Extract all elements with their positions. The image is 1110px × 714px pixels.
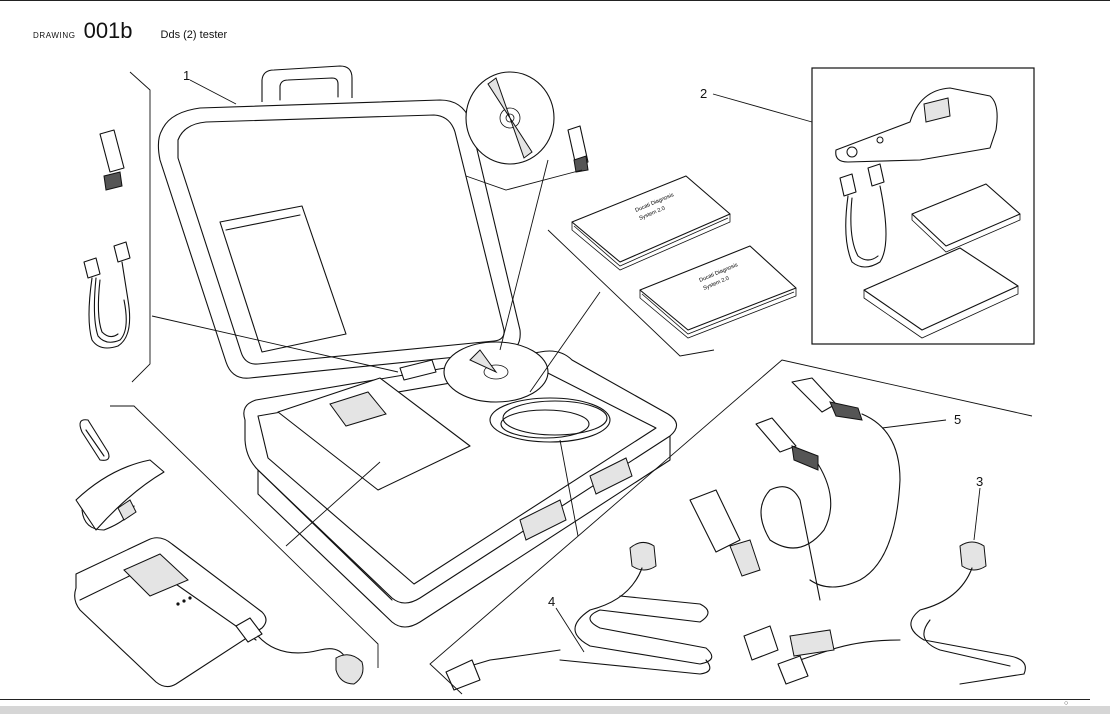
callout-1: 1: [183, 68, 190, 83]
cd-disc-icon: [465, 71, 555, 165]
manual-booklet-icon: [911, 183, 1021, 253]
drawing-label: DRAWING: [33, 31, 76, 40]
diagnostic-cable-icon: [445, 542, 713, 691]
strap-icon: [75, 459, 165, 531]
callout-5: 5: [954, 412, 961, 427]
battery-clamps-icon: [689, 377, 901, 601]
bottom-rule: [0, 699, 1090, 700]
drawing-title: Dds (2) tester: [160, 29, 228, 41]
kit-box: [811, 67, 1035, 345]
drawing-header: DRAWING 001b Dds (2) tester: [33, 18, 227, 44]
manual-booklet-icon: Ducati Diagnosis System 2.0: [571, 175, 731, 271]
diagnostic-cable-icon: [839, 163, 887, 268]
dds-tester-unit-icon: [835, 87, 998, 163]
diagnostic-cable-icon: [83, 241, 131, 349]
carabiner-icon: [79, 419, 110, 461]
manual-booklet-icon: Ducati Diagnosis System 2.0: [639, 245, 797, 339]
diagnostic-cable-icon: [743, 541, 1026, 685]
manual-booklet-icon: [863, 247, 1019, 339]
page-marker-icon: ○: [1064, 700, 1069, 707]
drawing-code: 001b: [83, 18, 133, 43]
callout-3: 3: [976, 474, 983, 489]
top-rule: [0, 0, 1110, 1]
callout-2: 2: [700, 86, 707, 101]
usb-stick-icon: [99, 129, 125, 191]
carry-case-icon: [157, 65, 678, 628]
usb-stick-icon: [567, 125, 589, 173]
callout-4: 4: [548, 594, 555, 609]
bottom-band: [0, 706, 1110, 714]
dds-tester-unit-icon: [74, 537, 364, 688]
